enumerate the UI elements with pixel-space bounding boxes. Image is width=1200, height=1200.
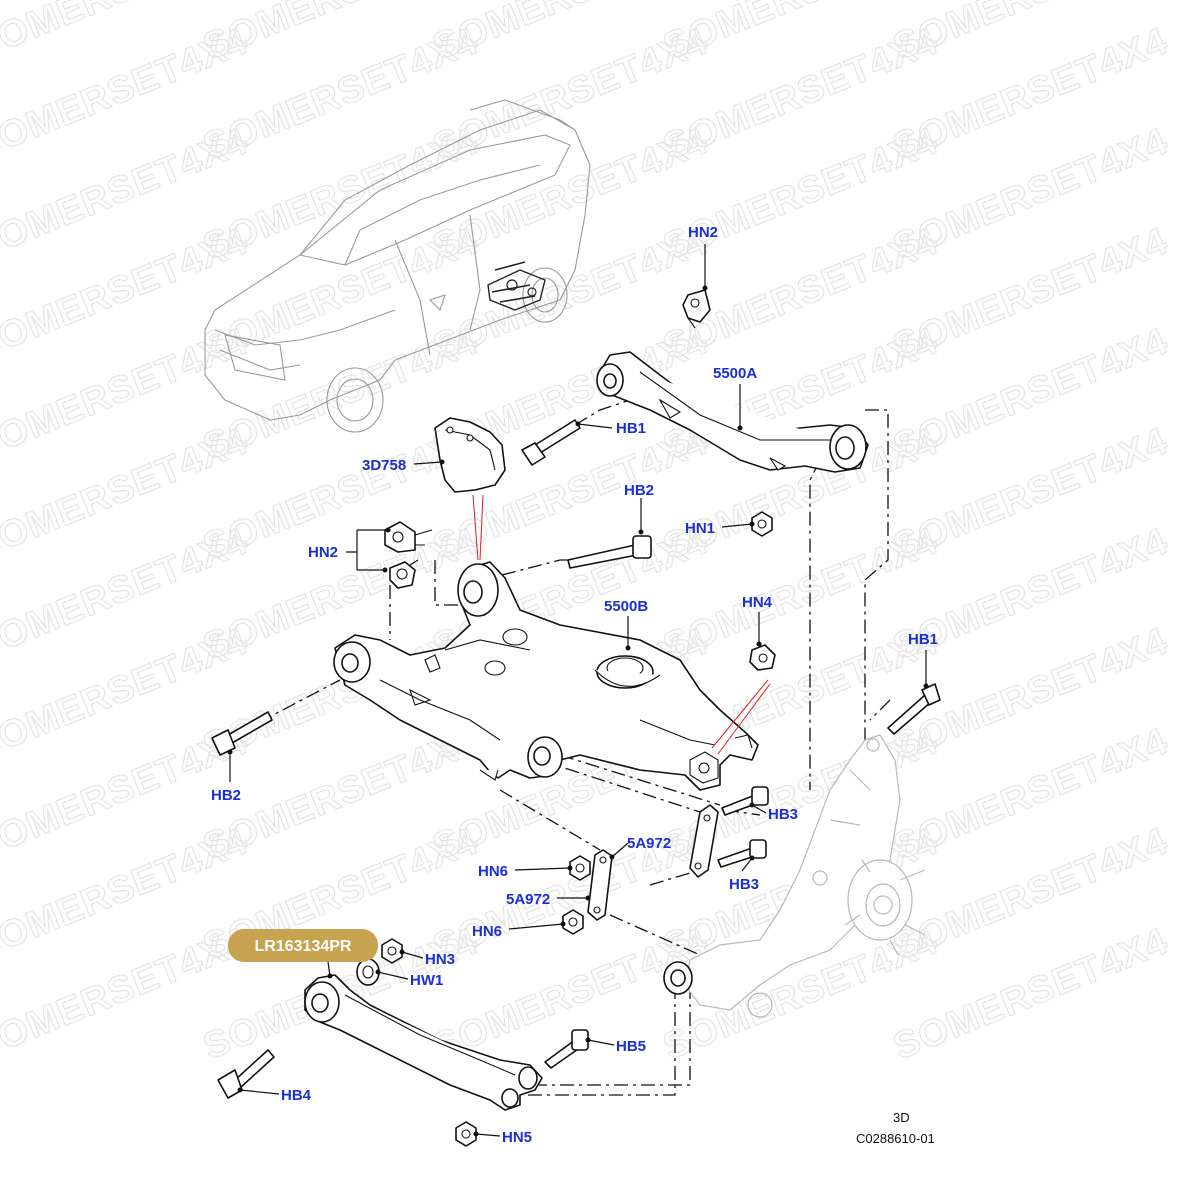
link-5A972-left <box>587 849 613 921</box>
link-5A972-right <box>689 804 719 878</box>
drawing-code: C0288610-01 <box>856 1131 935 1146</box>
label-hb1-right: HB1 <box>908 631 938 648</box>
label-hn4: HN4 <box>742 594 773 611</box>
bolt-hb2-mid <box>567 535 652 569</box>
label-hn6-upper: HN6 <box>478 863 508 880</box>
bolt-hb1-right <box>887 683 941 735</box>
nut-hn6-lower <box>562 909 584 935</box>
bolt-hb2-left <box>211 711 273 756</box>
label-hb3-lower: HB3 <box>729 876 759 893</box>
label-hb2-mid: HB2 <box>624 482 654 499</box>
bolt-hb3-upper <box>721 786 769 816</box>
subframe-5500B <box>333 561 759 791</box>
label-hb2-left: HB2 <box>211 787 241 804</box>
label-3d758: 3D758 <box>362 457 406 474</box>
label-hn2-top: HN2 <box>688 224 718 241</box>
label-hw1: HW1 <box>410 972 443 989</box>
nut-hn1 <box>751 511 773 537</box>
label-hn3: HN3 <box>425 951 455 968</box>
label-5a972-left: 5A972 <box>506 891 550 908</box>
label-5500b: 5500B <box>604 598 648 615</box>
bolt-hb3-lower <box>717 839 767 868</box>
label-hb1-top: HB1 <box>616 420 646 437</box>
nut-hn6-upper <box>569 855 591 881</box>
washer-hw1 <box>356 958 380 986</box>
nut-hn5 <box>455 1121 477 1147</box>
vehicle-illustration <box>204 99 591 433</box>
bracket-3D758 <box>434 417 506 493</box>
leader-lines <box>227 244 929 1137</box>
hub-knuckle <box>663 734 926 1018</box>
part-number-text[interactable]: LR163134PR <box>255 938 352 955</box>
vehicle-suspension-detail <box>487 261 546 311</box>
label-hn1: HN1 <box>685 520 715 537</box>
bolt-hb5 <box>544 1029 589 1069</box>
upper-arm-5500A <box>596 351 869 473</box>
bolt-hb1-top <box>521 419 581 466</box>
watermark-layer: SOMERSET4X4SOMERSET4X4SOMERSET4X4SOMERSE… <box>0 0 1175 1069</box>
nut-hn3 <box>381 938 403 964</box>
part-number-highlight[interactable]: LR163134PR <box>228 929 378 962</box>
label-hb4: HB4 <box>281 1087 312 1104</box>
label-hb3-upper: HB3 <box>768 806 798 823</box>
bolt-hb4 <box>217 1049 275 1099</box>
label-hn6-lower: HN6 <box>472 923 502 940</box>
label-hn2-left: HN2 <box>308 544 338 561</box>
label-5500a: 5500A <box>713 365 757 382</box>
label-hn5: HN5 <box>502 1129 532 1146</box>
hn2-clips-left <box>384 521 433 589</box>
label-hb5: HB5 <box>616 1038 646 1055</box>
view-label: 3D <box>893 1110 910 1125</box>
nut-hn4 <box>749 644 776 671</box>
lower-arm <box>304 974 543 1111</box>
label-5a972-right: 5A972 <box>627 835 671 852</box>
